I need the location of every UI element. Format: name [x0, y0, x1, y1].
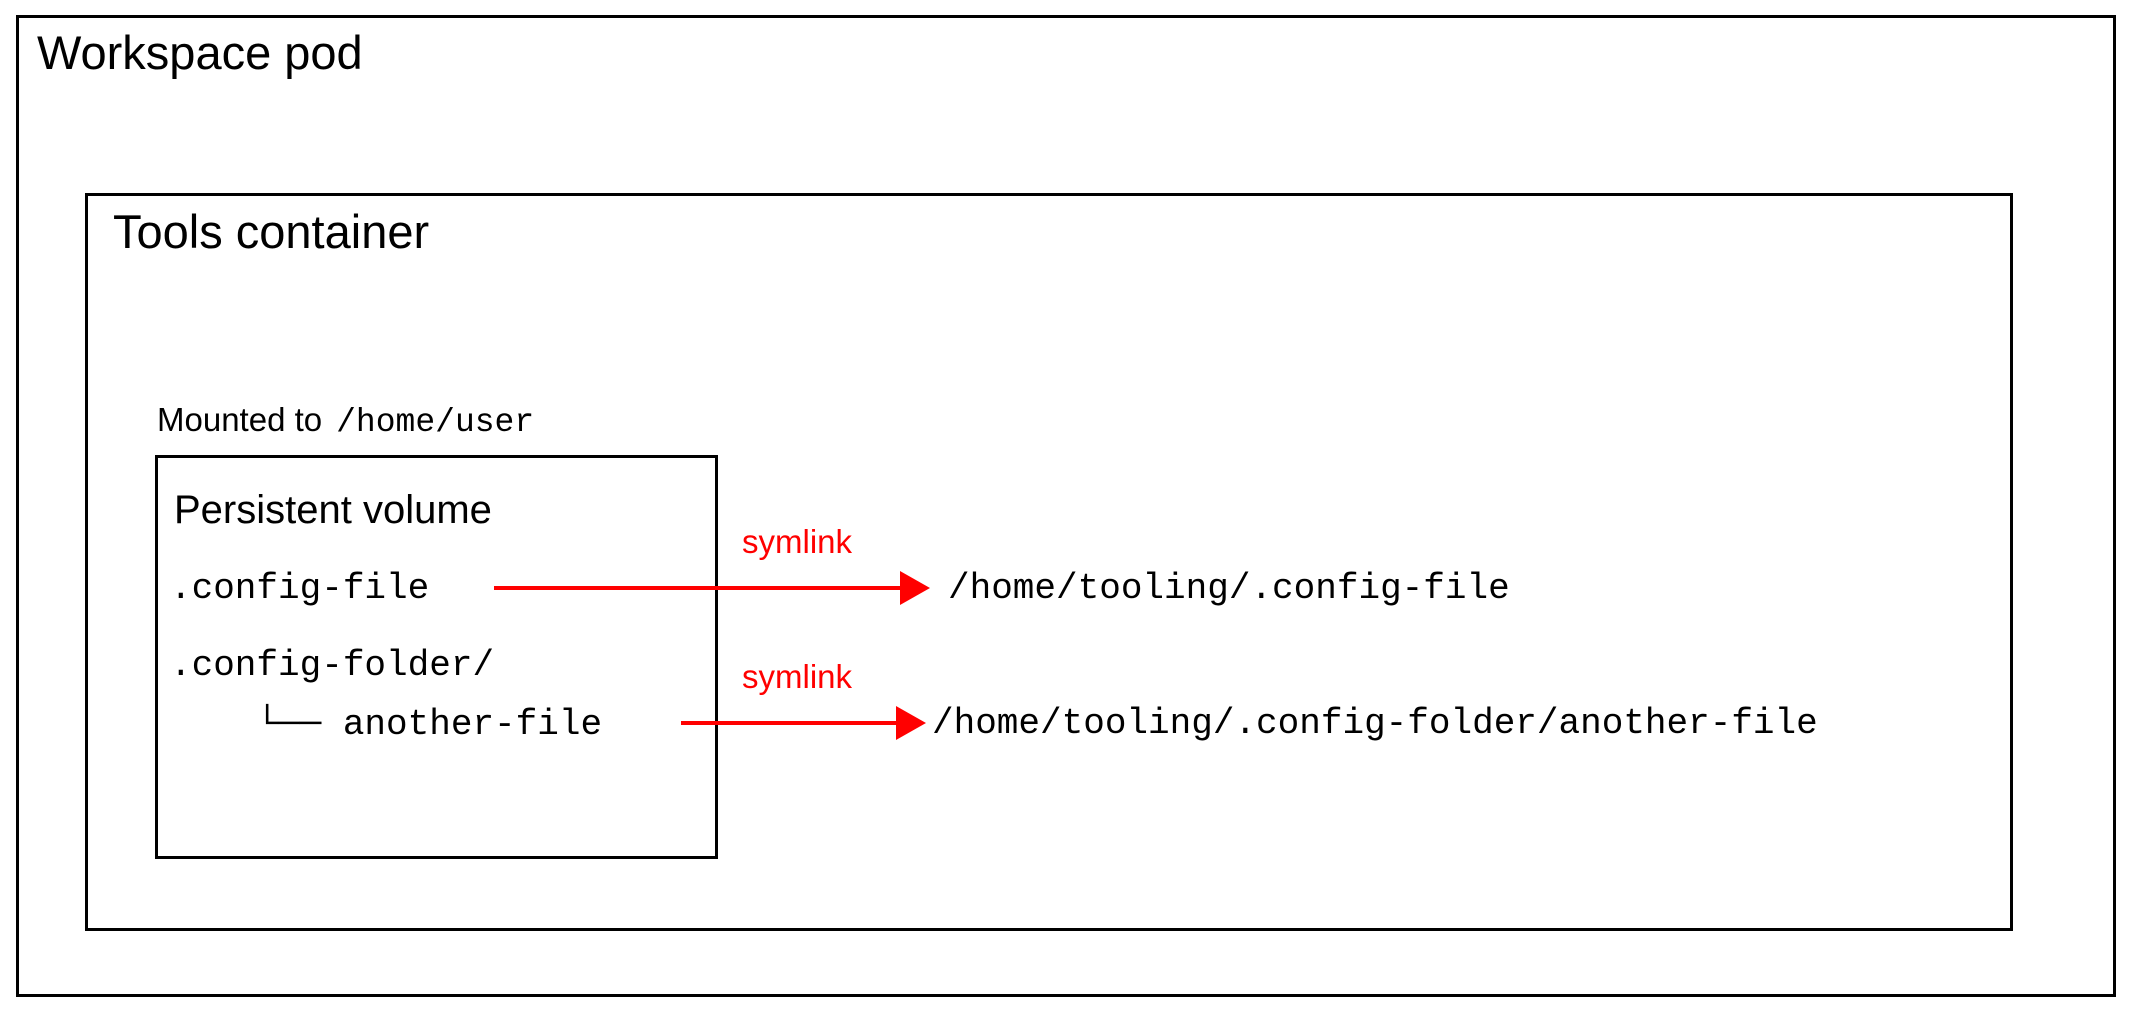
symlink-label-2: symlink: [742, 658, 853, 695]
symlink-target-path-1: /home/tooling/.config-file: [948, 568, 1510, 609]
symlink-arrowhead-icon-2: [896, 706, 926, 740]
symlink-target-path-2: /home/tooling/.config-folder/another-fil…: [932, 703, 1818, 744]
symlink-label-1: symlink: [742, 523, 853, 560]
symlink-line-1: [494, 586, 904, 590]
symlink-arrowhead-icon-1: [900, 571, 930, 605]
workspace-pod-box: [16, 15, 2116, 997]
persistent-volume-box: [155, 455, 718, 859]
persistent-volume-title: Persistent volume: [174, 488, 492, 532]
workspace-pod-title: Workspace pod: [37, 26, 363, 79]
mount-label-path: /home/user: [336, 404, 535, 441]
tools-container-box: [85, 193, 2013, 931]
volume-entry-config-folder: .config-folder/: [170, 645, 495, 686]
mount-label-prefix: Mounted to: [157, 401, 323, 438]
volume-entry-another-file: └── another-file: [170, 704, 603, 745]
mount-label: Mounted to/home/user: [157, 400, 534, 443]
volume-entry-config-file: .config-file: [170, 568, 430, 609]
tools-container-title: Tools container: [113, 205, 430, 258]
symlink-line-2: [681, 721, 900, 725]
